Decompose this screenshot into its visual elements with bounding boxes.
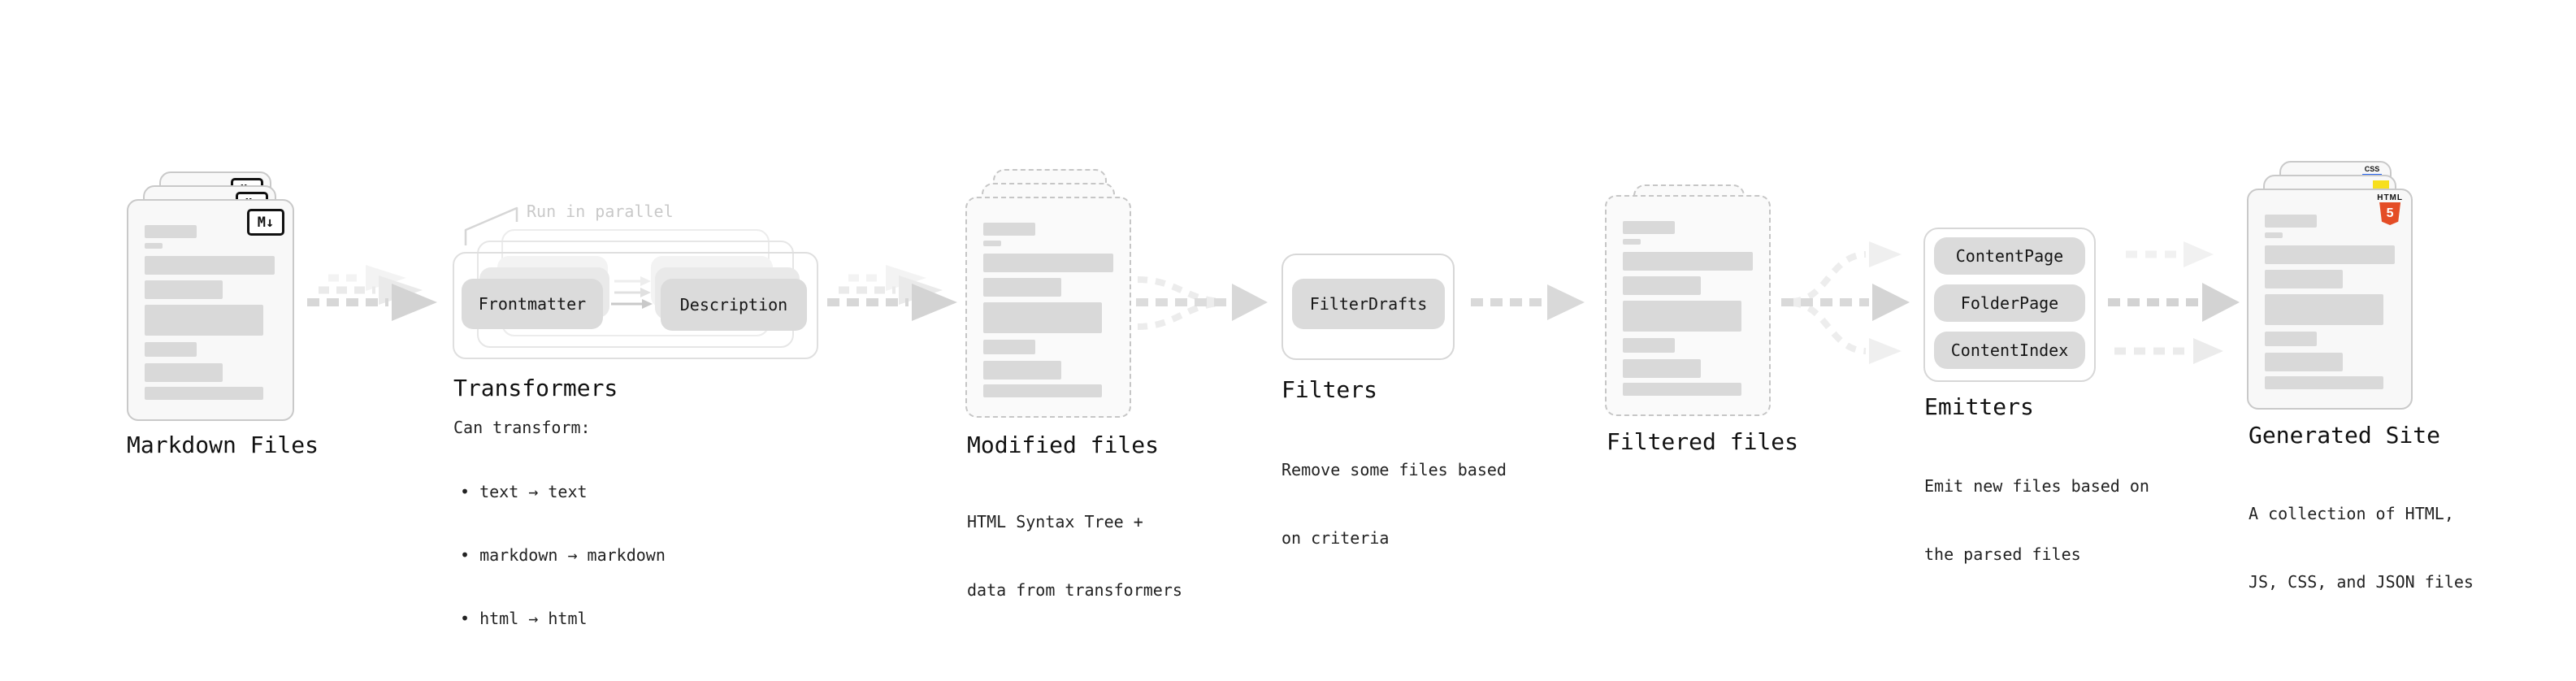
arrow-markdown-to-transformers <box>307 265 437 321</box>
filtered-file-card-front <box>1605 195 1771 416</box>
description-line: data from transformers <box>967 580 1182 600</box>
skeleton-bar <box>2265 232 2283 238</box>
skeleton-bar <box>145 305 263 336</box>
markdown-files-label: Markdown Files <box>127 432 319 458</box>
skeleton-bar <box>983 278 1061 297</box>
skeleton-bar <box>983 223 1035 236</box>
modified-files-description: HTML Syntax Tree + data from transformer… <box>967 465 1182 624</box>
run-in-parallel-leader-line <box>464 206 518 245</box>
skeleton-bar <box>145 280 223 299</box>
skeleton-bar <box>2265 376 2383 389</box>
skeleton-bar <box>1623 383 1741 396</box>
skeleton-bar <box>983 302 1102 333</box>
arrow-filtered-to-emitters-split <box>1781 241 1910 364</box>
arrow-modified-to-filters-merge <box>1136 276 1268 330</box>
skeleton-bar <box>983 361 1061 380</box>
skeleton-bar <box>2265 245 2395 264</box>
transformers-label: Transformers <box>453 375 618 401</box>
skeleton-bar <box>1623 359 1701 378</box>
folderpage-pill: FolderPage <box>1934 284 2085 322</box>
description-line: Remove some files based <box>1281 460 1507 479</box>
bullet-item: • markdown → markdown <box>460 545 666 565</box>
modified-file-card-front <box>965 197 1131 418</box>
transformers-description-heading: Can transform: <box>453 418 591 437</box>
skeleton-bar <box>2265 353 2343 371</box>
skeleton-bar <box>983 384 1102 397</box>
skeleton-bar <box>145 225 197 238</box>
run-in-parallel-annotation: Run in parallel <box>527 202 674 221</box>
filterdrafts-pill: FilterDrafts <box>1292 279 1445 329</box>
skeleton-bar <box>1623 338 1675 353</box>
filters-label: Filters <box>1281 376 1378 403</box>
description-line: JS, CSS, and JSON files <box>2249 572 2474 592</box>
description-line: Emit new files based on <box>1924 476 2149 496</box>
description-line: HTML Syntax Tree + <box>967 512 1143 531</box>
skeleton-bar <box>1623 252 1753 271</box>
transformer-stack-front <box>453 252 818 359</box>
arrow-emitters-to-site <box>2108 241 2240 364</box>
skeleton-bar <box>145 256 275 275</box>
markdown-file-card-front: M↓ <box>127 199 294 421</box>
skeleton-bar <box>145 243 163 249</box>
modified-files-label: Modified files <box>967 432 1160 458</box>
bullet-item: • text → text <box>460 482 588 501</box>
contentindex-pill: ContentIndex <box>1934 332 2085 369</box>
bullet-item: • html → html <box>460 609 588 628</box>
filters-description: Remove some files based on criteria <box>1281 413 1507 572</box>
skeleton-bar <box>983 254 1113 272</box>
skeleton-bar <box>1623 276 1701 295</box>
skeleton-bar <box>2265 332 2317 346</box>
css-icon-text: CSS <box>2364 165 2380 173</box>
frontmatter-pill: Frontmatter <box>462 279 603 329</box>
skeleton-bar <box>145 342 197 357</box>
arrow-transformers-to-modified <box>827 265 957 321</box>
description-pill: Description <box>661 279 807 331</box>
js-icon <box>2373 180 2389 191</box>
skeleton-bar <box>1623 239 1641 245</box>
description-line: A collection of HTML, <box>2249 504 2454 523</box>
skeleton-bar <box>145 387 263 400</box>
skeleton-bar <box>983 340 1035 354</box>
html5-icon-shield: 5 <box>2379 202 2401 225</box>
filtered-files-label: Filtered files <box>1607 428 1799 455</box>
skeleton-bar <box>2265 294 2383 325</box>
html5-icon: HTML 5 <box>2377 193 2403 225</box>
transformers-bullet-list: • text → text • markdown → markdown • ht… <box>460 439 666 650</box>
skeleton-bar <box>983 241 1001 246</box>
transformer-parallel-mini-arrows <box>611 276 653 309</box>
skeleton-bar <box>145 363 223 382</box>
html5-icon-text: HTML <box>2377 193 2403 202</box>
generated-site-description: A collection of HTML, JS, CSS, and JSON … <box>2249 457 2474 616</box>
skeleton-bar <box>2265 270 2343 288</box>
arrow-filters-to-filtered <box>1471 284 1585 320</box>
skeleton-bar <box>1623 301 1741 332</box>
generated-site-label: Generated Site <box>2249 422 2441 449</box>
markdown-icon: M↓ <box>247 209 284 236</box>
emitters-label: Emitters <box>1924 393 2034 420</box>
contentpage-pill: ContentPage <box>1934 237 2085 275</box>
description-line: on criteria <box>1281 528 1390 548</box>
skeleton-bar <box>1623 221 1675 234</box>
skeleton-bar <box>2265 215 2317 228</box>
emitters-description: Emit new files based on the parsed files <box>1924 429 2149 588</box>
generated-site-card-front-html: HTML 5 <box>2247 189 2413 410</box>
description-line: the parsed files <box>1924 544 2081 564</box>
